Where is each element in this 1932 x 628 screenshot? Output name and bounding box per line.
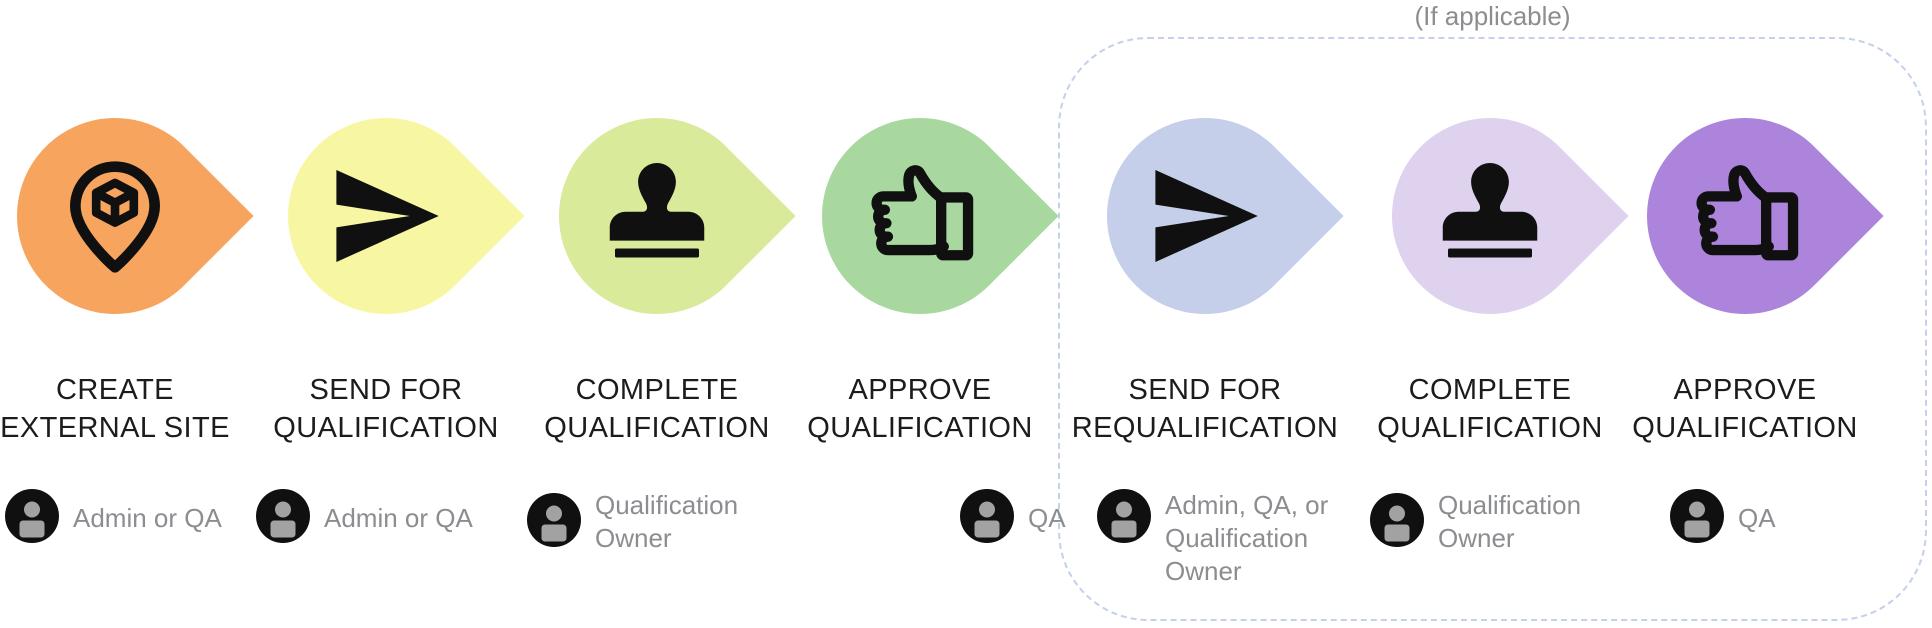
- if-applicable-group-box: [1058, 37, 1927, 621]
- send-icon: [324, 154, 448, 278]
- step-shape: [518, 77, 796, 355]
- step-actor: Qualification Owner: [527, 489, 760, 555]
- person-icon: [960, 489, 1014, 548]
- step-actor: QA: [1670, 489, 1776, 548]
- actor-label: QA: [1738, 503, 1776, 533]
- step-actor: Qualification Owner: [1370, 489, 1603, 555]
- person-icon: [1670, 489, 1724, 548]
- actor-label: Qualification Owner: [595, 490, 739, 553]
- step-shape: [1351, 77, 1629, 355]
- actor-label: Admin, QA, or Qualification Owner: [1165, 490, 1329, 586]
- person-icon: [1097, 489, 1151, 548]
- person-icon: [1370, 493, 1424, 552]
- thumbs-up-icon: [1683, 154, 1807, 278]
- person-icon: [527, 493, 581, 552]
- thumbs-up-icon: [858, 154, 982, 278]
- stamp-icon: [1427, 153, 1553, 279]
- actor-label: QA: [1028, 503, 1066, 533]
- step-shape: [247, 77, 525, 355]
- actor-label: Admin or QA: [324, 503, 473, 533]
- send-icon: [1143, 154, 1267, 278]
- step-shape: [0, 77, 254, 355]
- step-actor: Admin or QA: [256, 489, 473, 548]
- if-applicable-label: (If applicable): [1414, 1, 1571, 31]
- stamp-icon: [594, 153, 720, 279]
- step-shape: [1066, 77, 1344, 355]
- step-actor: Admin or QA: [5, 489, 222, 548]
- location-pin-box-icon: [54, 155, 176, 277]
- step-actor: Admin, QA, or Qualification Owner: [1097, 489, 1343, 588]
- step-actor: QA: [960, 489, 1066, 548]
- step-shape: [781, 77, 1059, 355]
- step-shape: [1606, 77, 1884, 355]
- actor-label: Qualification Owner: [1438, 490, 1582, 553]
- person-icon: [256, 489, 310, 548]
- person-icon: [5, 489, 59, 548]
- actor-label: Admin or QA: [73, 503, 222, 533]
